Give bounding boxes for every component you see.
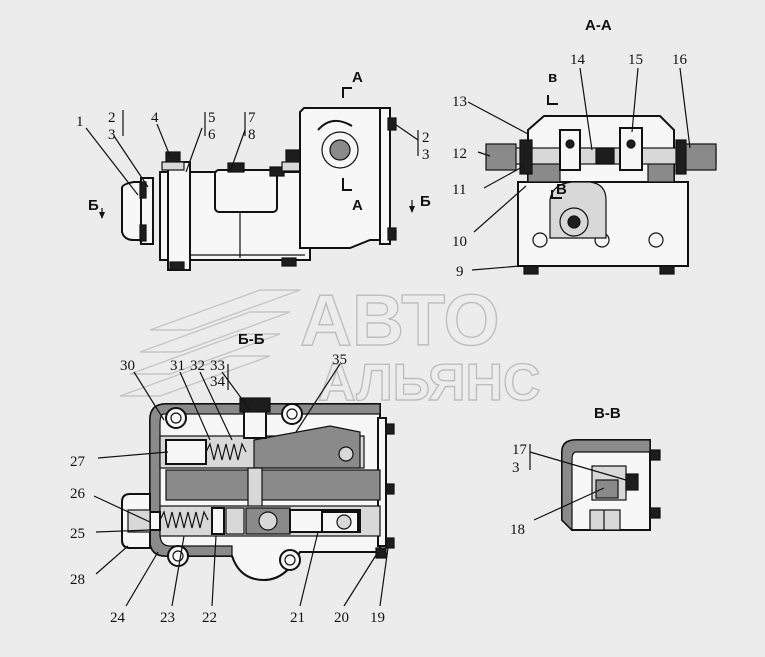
aa-lever-cavity xyxy=(549,181,607,239)
callout-28: 28 xyxy=(70,572,85,588)
callout-17: 17 xyxy=(512,442,528,458)
cut-a-bottom-label: А xyxy=(352,197,363,214)
callout-19: 19 xyxy=(370,610,385,626)
callout-22: 22 xyxy=(202,610,217,626)
callout-3: 3 xyxy=(108,127,116,143)
watermark-line2: АЛЬЯНС xyxy=(318,354,541,412)
callout-3-vv: 3 xyxy=(512,460,520,476)
section-vv xyxy=(529,439,661,532)
cut-v-top-label: в xyxy=(548,69,557,86)
watermark-line1: АВТО xyxy=(300,281,499,361)
side-view: А А Б Б xyxy=(85,69,431,271)
callout-33: 33 xyxy=(210,358,225,374)
callout-13: 13 xyxy=(452,94,467,110)
callout-31: 31 xyxy=(170,358,185,374)
aa-lever-15 xyxy=(619,127,643,171)
callout-18: 18 xyxy=(510,522,525,538)
callout-6: 6 xyxy=(208,127,216,143)
callout-20: 20 xyxy=(334,610,349,626)
body-left-block xyxy=(167,161,191,271)
callout-35: 35 xyxy=(332,352,347,368)
callout-7: 7 xyxy=(248,110,256,126)
callout-2: 2 xyxy=(108,110,116,126)
aa-lever-14 xyxy=(559,129,581,171)
callout-12: 12 xyxy=(452,146,467,162)
callout-24: 24 xyxy=(110,610,126,626)
bb-plug-33 xyxy=(243,409,267,439)
bb-spring-lower xyxy=(159,510,209,529)
bb-center-rib xyxy=(165,469,381,501)
cut-b-left-label: Б xyxy=(88,197,99,214)
bb-rod-27 xyxy=(165,439,207,465)
aa-left-end xyxy=(485,143,517,171)
callout-2-right: 2 xyxy=(422,130,430,146)
watermark-logo-icon xyxy=(119,289,301,397)
aa-right-end xyxy=(683,143,717,171)
callout-1: 1 xyxy=(76,114,84,130)
callout-32: 32 xyxy=(190,358,205,374)
callout-34: 34 xyxy=(210,374,226,390)
callout-3-right: 3 xyxy=(422,147,430,163)
callout-16: 16 xyxy=(672,52,688,68)
shaft-bore xyxy=(321,131,359,169)
bb-slide-35 xyxy=(253,425,361,469)
callout-23: 23 xyxy=(160,610,175,626)
cut-a-top-label: А xyxy=(352,69,363,86)
center-cover xyxy=(214,169,278,213)
callout-5: 5 xyxy=(208,110,216,126)
callout-25: 25 xyxy=(70,526,85,542)
right-flange xyxy=(379,107,391,245)
section-bb xyxy=(93,363,395,607)
callout-27: 27 xyxy=(70,454,86,470)
vv-screw-17 xyxy=(625,473,639,491)
section-bb-title: Б-Б xyxy=(238,331,265,348)
section-aa-title: А-А xyxy=(585,17,612,34)
section-aa xyxy=(467,67,717,275)
callout-30: 30 xyxy=(120,358,135,374)
callout-26: 26 xyxy=(70,486,86,502)
callout-14: 14 xyxy=(570,52,586,68)
callout-8: 8 xyxy=(248,127,256,143)
watermark: АВТО АЛЬЯНС xyxy=(119,280,541,413)
cut-b-right-label: Б xyxy=(420,193,431,210)
callout-9: 9 xyxy=(456,264,464,280)
section-vv-title: В-В xyxy=(594,405,621,422)
callout-21: 21 xyxy=(290,610,305,626)
callout-4: 4 xyxy=(151,110,159,126)
callout-10: 10 xyxy=(452,234,467,250)
callout-15: 15 xyxy=(628,52,643,68)
bolt-6 xyxy=(227,162,245,173)
callout-11: 11 xyxy=(452,182,466,198)
bb-spring-upper xyxy=(205,442,247,461)
cut-v-bottom-label: В xyxy=(556,181,567,198)
